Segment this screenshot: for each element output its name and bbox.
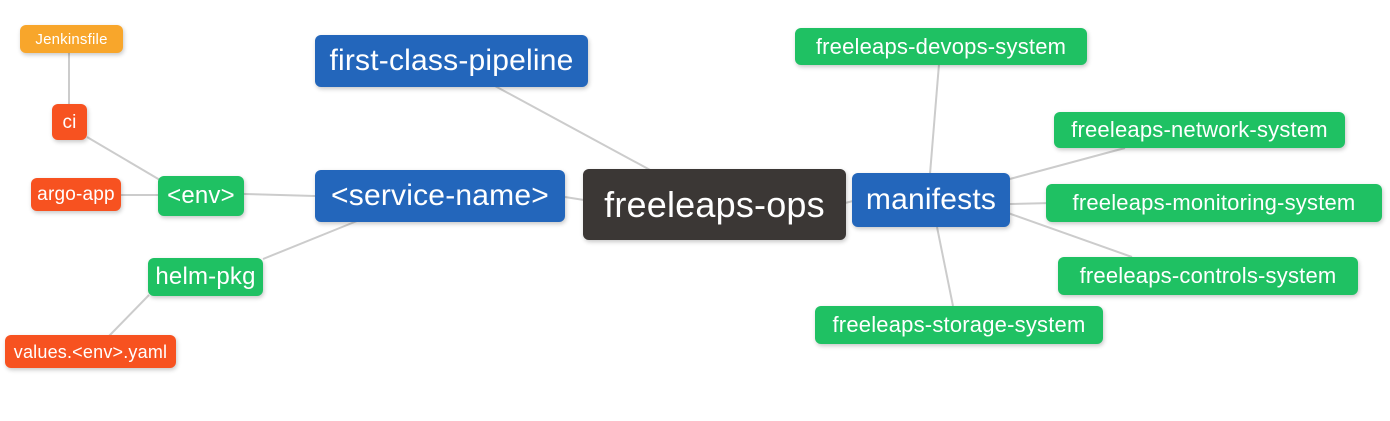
node-freeleaps-controls-system[interactable]: freeleaps-controls-system: [1058, 257, 1358, 295]
edge-helm-pkg-values: [108, 294, 150, 337]
edge-env-service-name: [243, 193, 316, 197]
node-freeleaps-network-system[interactable]: freeleaps-network-system: [1054, 112, 1345, 148]
node-freeleaps-monitoring-system[interactable]: freeleaps-monitoring-system: [1046, 184, 1382, 222]
node-values-env-yaml[interactable]: values.<env>.yaml: [5, 335, 176, 368]
node-jenkinsfile[interactable]: Jenkinsfile: [20, 25, 123, 53]
edge-service-name-helm-pkg: [262, 220, 358, 260]
edge-manifests-storage: [936, 226, 954, 307]
edge-ci-env: [86, 136, 161, 181]
node-helm-pkg[interactable]: helm-pkg: [148, 258, 263, 296]
node-freeleaps-devops-system[interactable]: freeleaps-devops-system: [795, 28, 1087, 65]
node-env[interactable]: <env>: [158, 176, 244, 216]
edge-manifests-network: [1005, 147, 1126, 181]
node-freeleaps-ops[interactable]: freeleaps-ops: [583, 169, 846, 240]
edge-manifests-devops: [929, 63, 940, 175]
node-service-name[interactable]: <service-name>: [315, 170, 565, 222]
node-first-class-pipeline[interactable]: first-class-pipeline: [315, 35, 588, 87]
node-manifests[interactable]: manifests: [852, 173, 1010, 227]
edge-pipeline-root: [494, 85, 653, 172]
node-freeleaps-storage-system[interactable]: freeleaps-storage-system: [815, 306, 1103, 344]
node-argo-app[interactable]: argo-app: [31, 178, 121, 211]
edge-service-name-root: [564, 196, 585, 201]
node-ci[interactable]: ci: [52, 104, 87, 140]
